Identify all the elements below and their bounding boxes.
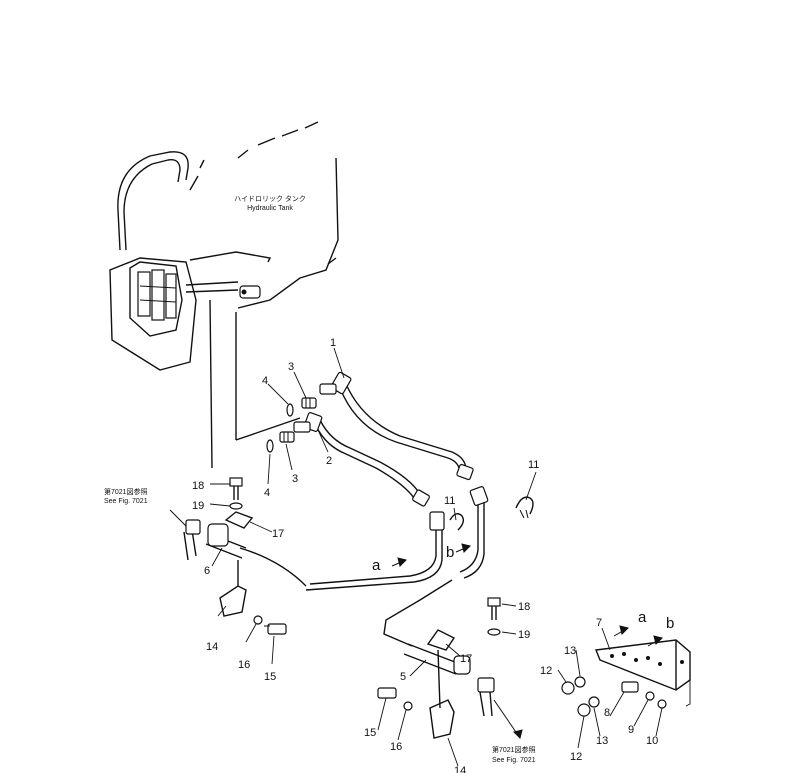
ref-left-jp: 第7021図参照 [104,487,148,496]
reference-left: 第7021図参照 See Fig. 7021 [104,487,148,505]
tank-label: ハイドロリック タンク Hydraulic Tank [234,194,306,212]
ref-left-en: See Fig. 7021 [104,498,148,505]
callout-3-upper: 3 [288,361,294,373]
callout-19-right: 19 [518,629,530,641]
callout-12-upper: 12 [540,665,552,677]
bolt-18-left [229,477,243,487]
callout-14-left: 14 [206,641,218,653]
tube-a [239,511,445,591]
left-clamp-assembly [169,477,287,635]
bolt-8 [621,681,639,693]
nut-12-lower [577,703,591,717]
callout-12-lower: 12 [570,751,582,763]
hose-5 [453,655,471,675]
washer-16-right [403,701,413,711]
callout-11-right: 11 [528,459,539,471]
bolt-18-right [487,597,501,607]
washer-10 [657,699,667,709]
callout-18-right: 18 [518,601,530,613]
callout-17-right: 17 [460,653,472,665]
bracket-7 [595,639,691,707]
right-clamp-assembly [377,597,523,739]
callout-15-right: 15 [364,727,376,739]
washer-19-right [487,628,501,636]
callout-14-right: 14 [454,765,466,773]
bracket-14-left [219,585,247,617]
callout-15-left: 15 [264,671,276,683]
washer-9 [645,691,655,701]
callout-18-left: 18 [192,480,204,492]
hydraulic-tank [109,121,339,469]
callout-19-left: 19 [192,500,204,512]
clamp-11-right [515,496,534,519]
mark-b-left: b [446,544,454,561]
callout-2: 2 [326,455,332,467]
mark-a-left: a [372,557,381,574]
callout-6: 6 [204,565,210,577]
hose-6 [207,523,229,547]
mark-a-right: a [638,609,647,626]
callout-8: 8 [604,707,610,719]
fitting-3-lower [279,431,295,443]
callout-1: 1 [330,337,336,349]
washer-19-left [229,502,243,510]
callout-9: 9 [628,724,634,736]
callout-4-lower: 4 [264,487,270,499]
callout-17-left: 17 [272,528,284,540]
clamp-11-mid [449,513,465,531]
callout-numbers: 1 2 3 3 4 4 5 6 7 9 10 8 11 11 12 12 13 … [192,337,658,773]
ref-bottom-jp: 第7021図参照 [492,745,536,754]
hose-2 [293,412,430,507]
callout-3-lower: 3 [292,473,298,485]
callout-4-upper: 4 [262,375,268,387]
bracket-hardware [561,676,667,717]
leader-lines [209,347,663,767]
callout-13-lower: 13 [596,735,608,747]
callout-5: 5 [400,671,406,683]
callout-16-left: 16 [238,659,250,671]
o-ring-4-lower [266,439,274,453]
bracket-14-right [429,699,455,739]
clamp-17-right [426,629,456,651]
bolt-15-left [267,623,287,635]
callout-10: 10 [646,735,658,747]
clamp-17-left [224,511,254,529]
mark-b-right: b [666,615,674,632]
bolt-15-right [377,687,397,699]
tube-b [383,486,489,647]
tank-label-jp: ハイドロリック タンク [234,194,306,203]
callout-7: 7 [596,617,602,629]
o-ring-4-upper [286,403,294,417]
hose-1 [319,371,474,481]
connection-letters: a b a b [372,544,674,632]
connection-arrows [391,543,663,647]
callout-13-upper: 13 [564,645,576,657]
reference-bottom: 第7021図参照 See Fig. 7021 [492,745,536,764]
callout-16-right: 16 [390,741,402,753]
ref-bottom-en: See Fig. 7021 [492,757,536,764]
nut-12-upper [561,681,575,695]
washer-13-upper [574,676,586,688]
fitting-3-upper [301,397,317,409]
washer-13-lower [588,696,600,708]
washer-16-left [253,615,263,625]
callout-11-mid: 11 [444,495,455,507]
tank-label-en: Hydraulic Tank [247,205,293,212]
